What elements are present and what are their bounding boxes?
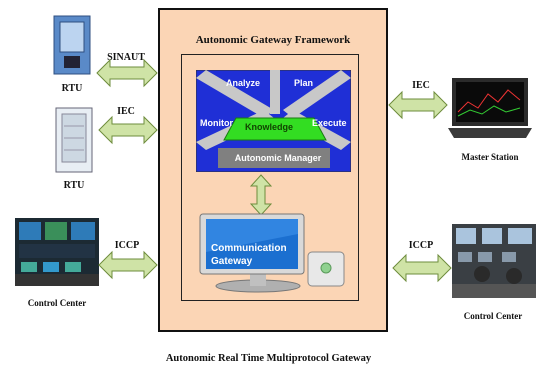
rtu-bottom-label: RTU — [63, 180, 85, 191]
master-station-arrow — [388, 90, 448, 120]
rtu-top-protocol: SINAUT — [107, 52, 145, 63]
diagram-caption: Autonomic Real Time Multiprotocol Gatewa… — [165, 353, 372, 364]
beam-right — [283, 70, 351, 118]
control-center-left-label: Control Center — [27, 298, 87, 308]
monitor-label: Monitor — [200, 118, 233, 128]
computer-icon — [199, 213, 345, 293]
master-station-protocol: IEC — [412, 80, 430, 91]
control-center-left-arrow — [98, 250, 158, 280]
manager-gateway-arrow — [250, 174, 272, 216]
control-center-left-photo — [15, 218, 99, 286]
knowledge-shape — [223, 117, 327, 141]
rtu-panel-icon — [55, 107, 93, 173]
gateway-line2: Gateway — [211, 256, 253, 267]
autonomic-manager-graphic — [196, 70, 351, 172]
manager-bar — [218, 148, 330, 168]
control-center-left-protocol: ICCP — [114, 240, 140, 251]
autonomic-manager-label: Autonomic Manager — [234, 153, 322, 163]
rtu-cabinet-icon — [53, 15, 91, 75]
gateway-line1: Communication — [211, 243, 287, 254]
analyze-label: Analyze — [226, 78, 261, 88]
beam-center — [270, 70, 280, 114]
rtu-top-arrow — [96, 58, 158, 88]
execute-label: Execute — [312, 118, 347, 128]
laptop-icon — [448, 78, 532, 138]
control-center-right-protocol: ICCP — [408, 240, 434, 251]
control-center-right-label: Control Center — [463, 311, 523, 321]
knowledge-label: Knowledge — [245, 122, 294, 132]
beam-left — [196, 70, 274, 118]
rtu-top-label: RTU — [61, 83, 83, 94]
framework-title: Autonomic Gateway Framework — [195, 34, 351, 46]
rtu-bottom-arrow — [98, 115, 158, 145]
plan-label: Plan — [294, 78, 314, 88]
rtu-bottom-protocol: IEC — [117, 106, 135, 117]
control-center-right-photo — [452, 224, 536, 298]
control-center-right-arrow — [392, 253, 452, 283]
master-station-label: Master Station — [461, 152, 519, 162]
